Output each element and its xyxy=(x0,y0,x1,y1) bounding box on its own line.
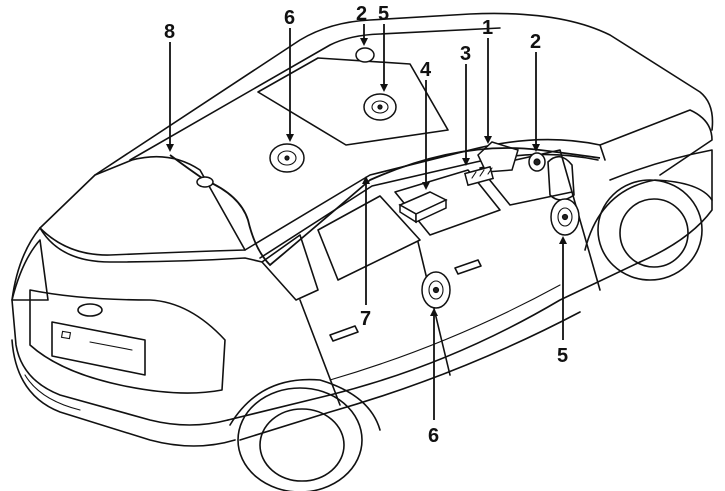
tweeter-rear xyxy=(355,47,375,63)
callout-3: 3 xyxy=(460,43,471,65)
car-body-outline xyxy=(11,12,714,491)
callout-2-front: 2 xyxy=(530,31,541,53)
callout-6-roof: 6 xyxy=(284,7,295,29)
callout-1: 1 xyxy=(482,17,493,39)
callout-6-door: 6 xyxy=(428,425,439,447)
callout-5-roof: 5 xyxy=(378,3,389,25)
callout-7: 7 xyxy=(360,308,371,330)
callout-2-roof: 2 xyxy=(356,3,367,25)
callout-5-door: 5 xyxy=(557,345,568,367)
callout-8: 8 xyxy=(164,21,175,43)
leader-lines xyxy=(166,24,567,420)
callout-4: 4 xyxy=(420,59,432,81)
antenna-amplifier xyxy=(196,176,214,188)
callout-labels: 8 6 2 5 1 3 4 2 7 6 5 xyxy=(164,3,568,447)
component-parts xyxy=(169,47,601,309)
connector-block xyxy=(463,165,495,187)
